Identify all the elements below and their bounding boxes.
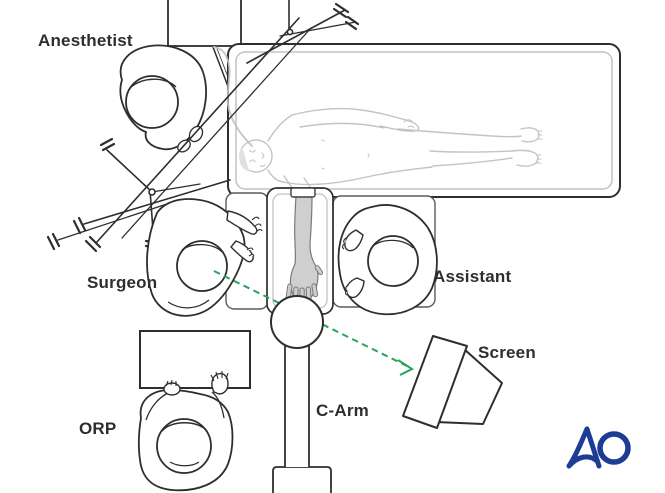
patient-figure	[213, 46, 543, 190]
anesthetist-figure	[119, 44, 207, 153]
assistant-figure	[337, 204, 438, 316]
label-c-arm: C-Arm	[316, 401, 369, 420]
surgeon-figure	[146, 198, 263, 317]
c-arm-machine	[270, 295, 332, 493]
orp-instrument-table	[139, 330, 251, 389]
label-assistant: Assistant	[433, 267, 512, 286]
label-surgeon: Surgeon	[87, 273, 158, 292]
label-screen: Screen	[478, 343, 536, 362]
operating-table	[227, 43, 621, 198]
orp-figure	[138, 371, 234, 492]
sight-line-arrow	[213, 270, 415, 376]
anesthesia-machine-table	[167, 0, 242, 98]
ao-logo: AO	[566, 423, 632, 471]
tourniquet-cuff	[290, 187, 316, 198]
ao-logo-mark	[566, 426, 631, 469]
label-anesthetist: Anesthetist	[38, 31, 133, 50]
iv-pole-rods	[46, 0, 360, 253]
monitor	[402, 335, 503, 429]
label-orp: ORP	[79, 419, 117, 438]
